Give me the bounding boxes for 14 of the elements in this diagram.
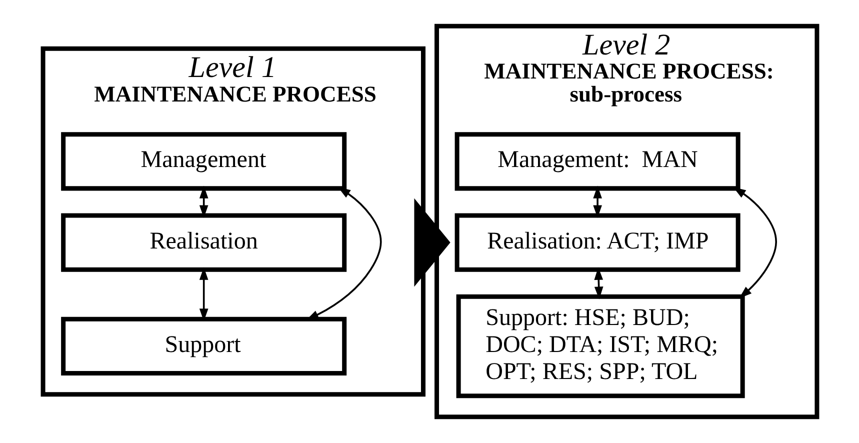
node-box: Realisation: ACT; IMP	[454, 213, 740, 272]
arrow	[592, 186, 602, 218]
arrow	[732, 187, 776, 298]
node-box: Support: HSE; BUD; DOC; DTA; IST; MRQ; OPT; RES; SPP; TOL	[456, 294, 744, 398]
node-box: Support	[60, 316, 346, 376]
node-label: Level 2	[582, 28, 670, 62]
arrow	[198, 267, 208, 322]
arrow	[594, 267, 603, 300]
node-box: Management	[60, 132, 346, 191]
node-label: Level 1	[188, 50, 276, 84]
node-box: Management: MAN	[454, 132, 740, 191]
node-box: Realisation	[60, 213, 346, 272]
arrow	[198, 186, 208, 218]
arrow	[414, 198, 450, 287]
